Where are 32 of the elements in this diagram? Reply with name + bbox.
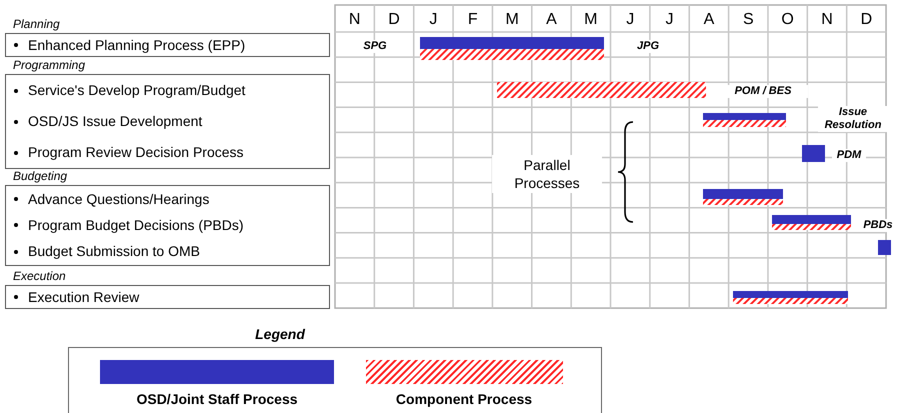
phase-heading: Planning [13, 17, 60, 32]
annotation-text: Parallel Processes [492, 155, 602, 193]
month-label: O [780, 12, 795, 28]
activity-text: Program Review Decision Process [28, 144, 244, 161]
activity-text: Program Budget Decisions (PBDs) [28, 216, 244, 234]
month-label: J [428, 12, 438, 28]
month-label: M [504, 12, 520, 28]
month-label: S [742, 12, 755, 28]
bar-label: PDM [832, 149, 866, 162]
month-label: D [387, 12, 401, 28]
activity-text: OSD/JS Issue Development [28, 113, 202, 130]
bar-label: Issue Resolution [818, 106, 888, 132]
month-label: D [860, 12, 874, 28]
month-label: N [820, 12, 834, 28]
activity-text: Enhanced Planning Process (EPP) [28, 36, 246, 54]
month-label: A [545, 12, 558, 28]
activity-text: Execution Review [28, 288, 140, 306]
legend-text: OSD/Joint Staff Process [136, 392, 298, 406]
activity-text: Service's Develop Program/Budget [28, 82, 246, 99]
month-label: N [348, 12, 362, 28]
phase-heading: Execution [13, 269, 66, 284]
month-label: J [664, 12, 675, 28]
legend-text: Component Process [396, 392, 532, 406]
month-label: M [583, 12, 598, 28]
month-label: J [625, 12, 636, 28]
phase-heading: Programming [13, 58, 86, 73]
month-label: A [702, 12, 716, 28]
legend-title: Legend [254, 327, 306, 341]
month-label: F [466, 12, 479, 28]
phase-heading: Budgeting [13, 169, 68, 184]
activity-text: Advance Questions/Hearings [28, 190, 210, 208]
activity-text: Budget Submission to OMB [28, 243, 200, 260]
